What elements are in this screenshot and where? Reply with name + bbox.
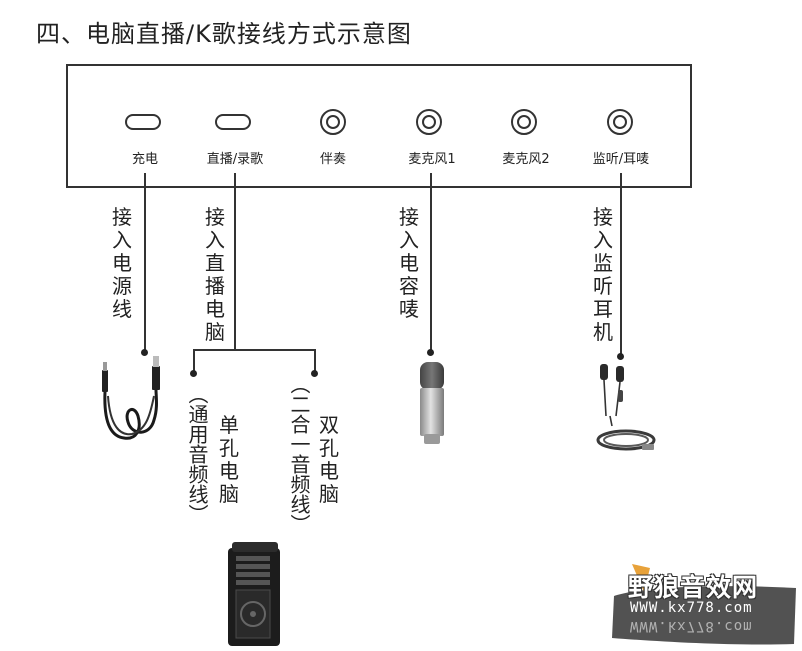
watermark-url-reflection: WWW.kx778.com (630, 618, 753, 634)
usb-cable-icon (102, 356, 160, 440)
accompaniment-jack[interactable] (320, 109, 346, 135)
annotation-dual-pc: 双孔电脑 (319, 413, 339, 506)
page-title: 四、电脑直播/K歌接线方式示意图 (36, 20, 412, 48)
monitor-jack[interactable] (607, 109, 633, 135)
annotation-single-pc: 单孔电脑 (219, 413, 239, 506)
live-wire-right-end (311, 370, 318, 377)
device-panel (66, 64, 692, 188)
port-label-monitor: 监听/耳唛 (592, 152, 650, 167)
live-wire-left (193, 349, 195, 373)
live-record-port[interactable] (215, 114, 251, 130)
annotation-single-pc-cable: （通用音频线） (185, 384, 209, 524)
mic-wire (430, 173, 432, 353)
live-wire-left-end (190, 370, 197, 377)
watermark-brand: 野狼音效网 (628, 573, 759, 602)
condenser-mic-icon (420, 362, 444, 444)
annotation-live-pc: 接入直播电脑 (205, 205, 225, 344)
port-label-mic1: 麦克风1 (408, 152, 456, 167)
annotation-monitor: 接入监听耳机 (593, 205, 613, 344)
power-wire (144, 173, 146, 353)
mic1-jack[interactable] (416, 109, 442, 135)
monitor-wire-end (617, 353, 624, 360)
port-label-mic2: 麦克风2 (502, 152, 550, 167)
mic-wire-end (427, 349, 434, 356)
watermark: 野狼音效网 WWW.kx778.com WWW.kx778.com (604, 556, 800, 648)
port-label-live: 直播/录歌 (206, 152, 264, 167)
power-wire-end (141, 349, 148, 356)
watermark-url: WWW.kx778.com (630, 600, 753, 616)
mic2-jack[interactable] (511, 109, 537, 135)
port-label-charge: 充电 (131, 152, 159, 167)
watermark-brush-icon (612, 564, 796, 645)
live-wire-branch (193, 349, 316, 351)
annotation-power: 接入电源线 (112, 205, 132, 321)
live-wire-right (314, 349, 316, 373)
earphones-icon (596, 364, 656, 451)
pc-tower-icon (228, 542, 280, 646)
port-label-accompaniment: 伴奏 (319, 152, 347, 167)
annotation-dual-pc-cable: （二合一音频线） (287, 374, 311, 534)
charge-port[interactable] (125, 114, 161, 130)
monitor-wire (620, 173, 622, 357)
live-wire (234, 173, 236, 351)
annotation-mic: 接入电容唛 (399, 205, 419, 321)
